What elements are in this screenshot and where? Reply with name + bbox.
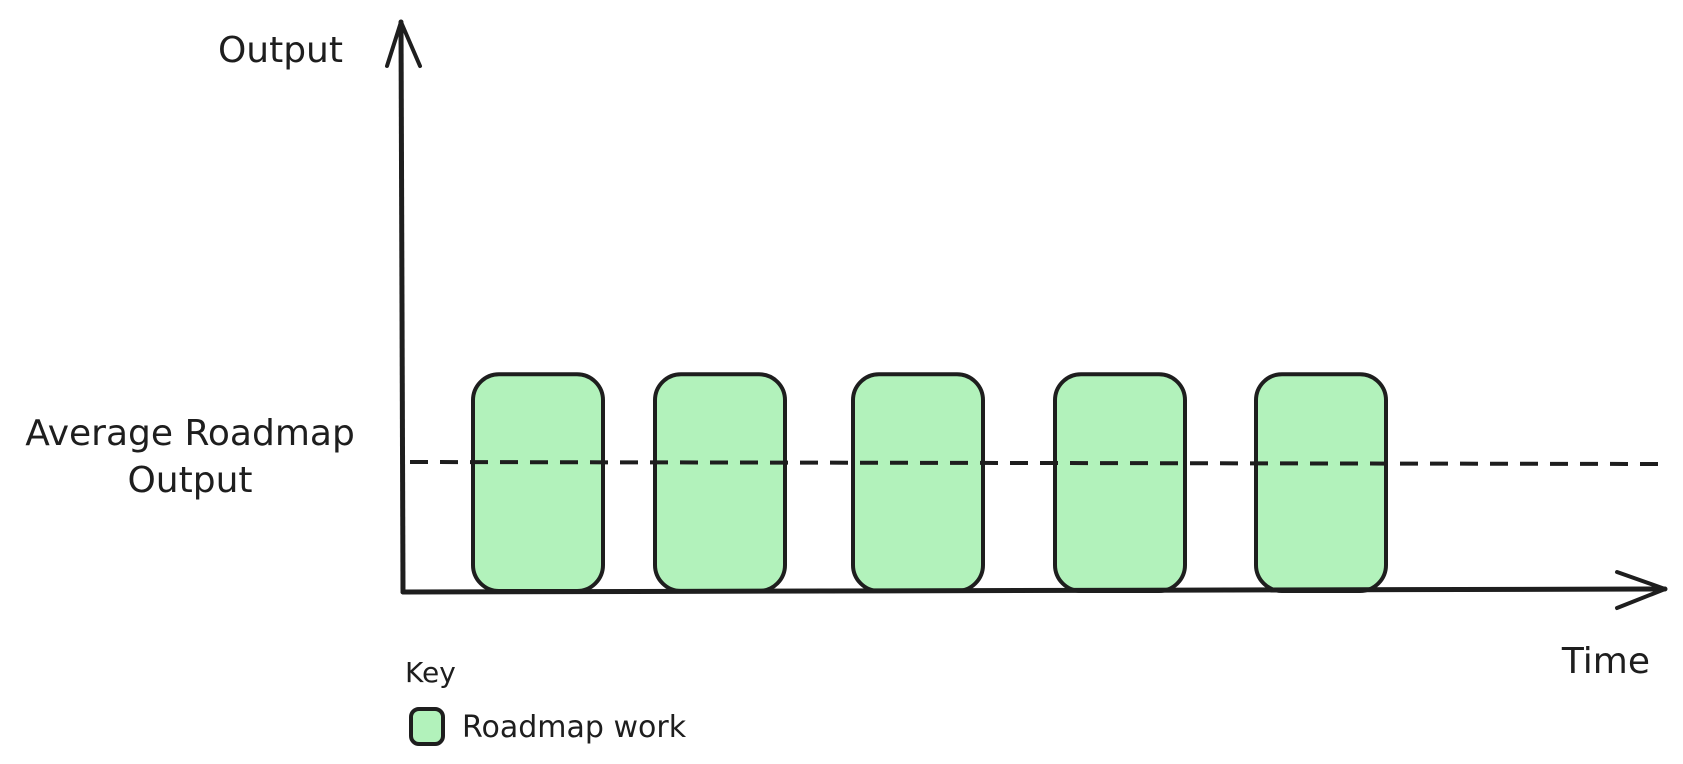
legend-label-roadmap-work: Roadmap work — [462, 710, 687, 745]
average-output-line — [409, 460, 1659, 466]
x-axis-title: Time — [1561, 641, 1650, 682]
bar-1 — [471, 372, 605, 593]
bar-4 — [1053, 372, 1187, 593]
average-line-label-line-2: Output — [127, 460, 252, 501]
legend-title: Key — [405, 656, 456, 689]
y-axis-line — [398, 19, 406, 595]
y-axis-arrowhead — [385, 20, 422, 68]
bar-2 — [653, 372, 787, 593]
legend-swatch-roadmap-work — [409, 707, 445, 746]
x-axis-line — [400, 586, 1668, 595]
bars-group — [471, 372, 1388, 593]
average-line-label-line-1: Average Roadmap — [25, 413, 355, 454]
y-axis-title: Output — [218, 30, 343, 71]
bar-3 — [851, 372, 985, 593]
bar-5 — [1254, 372, 1388, 593]
x-axis-arrowhead — [1615, 570, 1667, 610]
